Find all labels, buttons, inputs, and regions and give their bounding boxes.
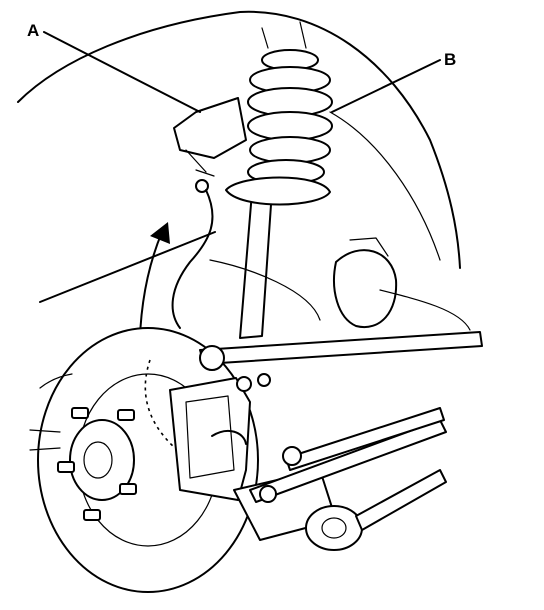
fender-liner-inner (329, 111, 441, 261)
caliper-clip (211, 429, 247, 445)
label-b: B (444, 50, 457, 69)
knuckle-hose (333, 249, 398, 329)
wheel-well-arch (17, 10, 461, 269)
motion-arrowhead (150, 222, 170, 244)
wheel-hub (69, 419, 135, 501)
stabilizer-link (285, 407, 445, 471)
sensor-connector (173, 97, 247, 159)
tie-rod (249, 419, 447, 503)
brake-caliper (169, 377, 251, 501)
sensor-wire (171, 189, 214, 329)
pointer-line-b (331, 59, 441, 113)
rear-link (355, 469, 447, 531)
label-a: A (27, 21, 40, 40)
coil-spring (247, 21, 333, 185)
lug-studs (57, 407, 137, 521)
rear-bushing (305, 505, 363, 551)
pointer-line-a (43, 31, 201, 113)
spring-seat (225, 176, 331, 206)
strut-shaft (239, 189, 273, 339)
pointer-line-left (39, 231, 216, 303)
